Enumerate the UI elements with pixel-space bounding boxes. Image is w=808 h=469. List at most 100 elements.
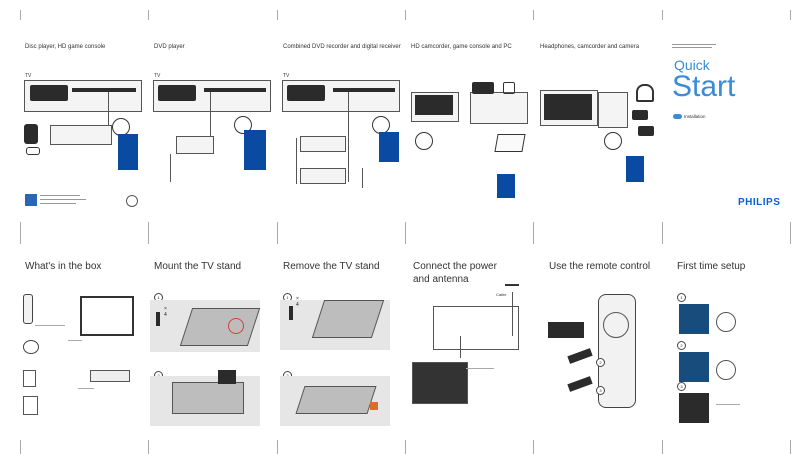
scart-cable bbox=[210, 92, 211, 136]
web-registration-note bbox=[672, 42, 716, 48]
tv-screen bbox=[158, 85, 196, 101]
laptop-pc-icon bbox=[494, 134, 526, 152]
tv-screen bbox=[287, 85, 325, 101]
nav-ring-icon bbox=[716, 360, 736, 380]
crop-mark bbox=[405, 222, 406, 244]
tv-label: TV bbox=[25, 73, 32, 79]
tv-back-outline bbox=[433, 306, 519, 350]
crop-mark bbox=[533, 440, 534, 454]
camera-device bbox=[638, 126, 654, 136]
tv-screen bbox=[544, 94, 592, 120]
column-title-disc-player: Disc player, HD game console bbox=[25, 44, 106, 50]
stand-neck-icon bbox=[218, 370, 236, 384]
tv-label: TV bbox=[154, 73, 161, 79]
crop-mark bbox=[148, 222, 149, 244]
remote-control-icon bbox=[23, 294, 33, 324]
caption-stand bbox=[78, 388, 94, 389]
step-3-badge: 3 bbox=[677, 382, 686, 391]
antenna-cable bbox=[512, 292, 513, 336]
game-console-icon bbox=[503, 82, 515, 94]
cover-title-start: Start bbox=[672, 70, 736, 103]
crop-mark bbox=[790, 10, 791, 20]
tv-screen bbox=[415, 95, 453, 115]
crop-mark bbox=[20, 440, 21, 454]
crop-mark bbox=[277, 10, 278, 20]
recycle-icon bbox=[126, 195, 138, 207]
column-title-dvd-player: DVD player bbox=[154, 44, 185, 50]
cable bbox=[348, 92, 349, 182]
power-cord-icon bbox=[23, 340, 39, 354]
philips-logo: PHILIPS bbox=[738, 197, 781, 208]
dvd-recorder-device bbox=[300, 136, 346, 152]
camcorder-device bbox=[472, 82, 494, 94]
tv-stand-icon bbox=[90, 370, 130, 382]
caption-television bbox=[68, 340, 82, 341]
audio-cable bbox=[170, 154, 171, 182]
hdmi-cable bbox=[108, 92, 109, 126]
user-manual-icon bbox=[23, 396, 38, 415]
scart-info-box bbox=[244, 130, 266, 170]
crop-mark bbox=[277, 222, 278, 244]
setup-screen-3 bbox=[679, 393, 709, 423]
stand-illustration bbox=[295, 386, 377, 414]
crop-mark bbox=[405, 10, 406, 20]
game-console-device bbox=[24, 124, 38, 144]
antenna-label: Cable bbox=[496, 292, 507, 297]
section-title-box: What's in the box bbox=[25, 261, 102, 272]
crop-mark bbox=[533, 10, 534, 20]
scart-info-box bbox=[379, 132, 399, 162]
cable bbox=[296, 138, 297, 184]
removal-arrow-icon bbox=[370, 402, 378, 410]
section-title-antenna: and antenna bbox=[413, 274, 469, 285]
connector-strip bbox=[72, 88, 136, 92]
tv-back-illustration bbox=[179, 308, 261, 346]
stand-illustration bbox=[172, 382, 244, 414]
antenna-cable bbox=[362, 168, 363, 188]
caption-setup bbox=[716, 404, 740, 405]
crop-mark bbox=[790, 440, 791, 454]
column-title-hd-camcorder: HD camcorder, game console and PC bbox=[411, 44, 512, 50]
disc-player-device bbox=[50, 125, 112, 145]
remote-note-box bbox=[548, 322, 584, 338]
quick-start-booklet-icon bbox=[23, 370, 36, 387]
cover-title-quick: Quick bbox=[674, 57, 710, 73]
camcorder-device bbox=[632, 110, 648, 120]
fine-print bbox=[672, 47, 712, 48]
column-title-dvd-recorder: Combined DVD recorder and digital receiv… bbox=[283, 44, 401, 50]
screwdriver-icon bbox=[156, 312, 160, 326]
power-cable bbox=[460, 336, 461, 358]
step-1-badge: 1 bbox=[677, 293, 686, 302]
antenna-icon bbox=[505, 284, 519, 296]
setup-screen-1 bbox=[679, 304, 709, 334]
screw-zoom-icon bbox=[228, 318, 244, 334]
section-title-mount: Mount the TV stand bbox=[154, 261, 242, 272]
crop-mark bbox=[20, 222, 21, 244]
fine-print bbox=[40, 203, 76, 204]
digital-receiver-device bbox=[300, 168, 346, 184]
caption-power bbox=[466, 368, 494, 369]
scart-zoom-icon bbox=[234, 116, 252, 134]
setup-screen-2 bbox=[679, 352, 709, 382]
section-title-remote: Use the remote control bbox=[549, 261, 651, 272]
crop-mark bbox=[533, 222, 534, 244]
crop-mark bbox=[405, 440, 406, 454]
tv-front-illustration bbox=[412, 362, 468, 404]
tv-back-illustration bbox=[311, 300, 385, 338]
step-2-badge: 2 bbox=[596, 358, 605, 367]
section-title-power: Connect the power bbox=[413, 261, 497, 272]
tv-icon bbox=[80, 296, 134, 336]
crop-mark bbox=[662, 440, 663, 454]
column-title-headphones: Headphones, camcorder and camera bbox=[540, 44, 640, 50]
section-title-remove: Remove the TV stand bbox=[283, 261, 380, 272]
section-title-setup: First time setup bbox=[677, 261, 746, 272]
controller-icon bbox=[26, 147, 40, 155]
installation-label: Installation bbox=[684, 114, 706, 119]
screw-count: × 4 bbox=[164, 306, 167, 318]
fine-print bbox=[672, 44, 716, 45]
connector-strip bbox=[333, 88, 395, 92]
hdmi-logo-icon bbox=[25, 194, 37, 206]
step-3-badge: 3 bbox=[596, 386, 605, 395]
screwdriver-icon bbox=[289, 306, 293, 320]
navigation-ring-icon bbox=[603, 312, 629, 338]
